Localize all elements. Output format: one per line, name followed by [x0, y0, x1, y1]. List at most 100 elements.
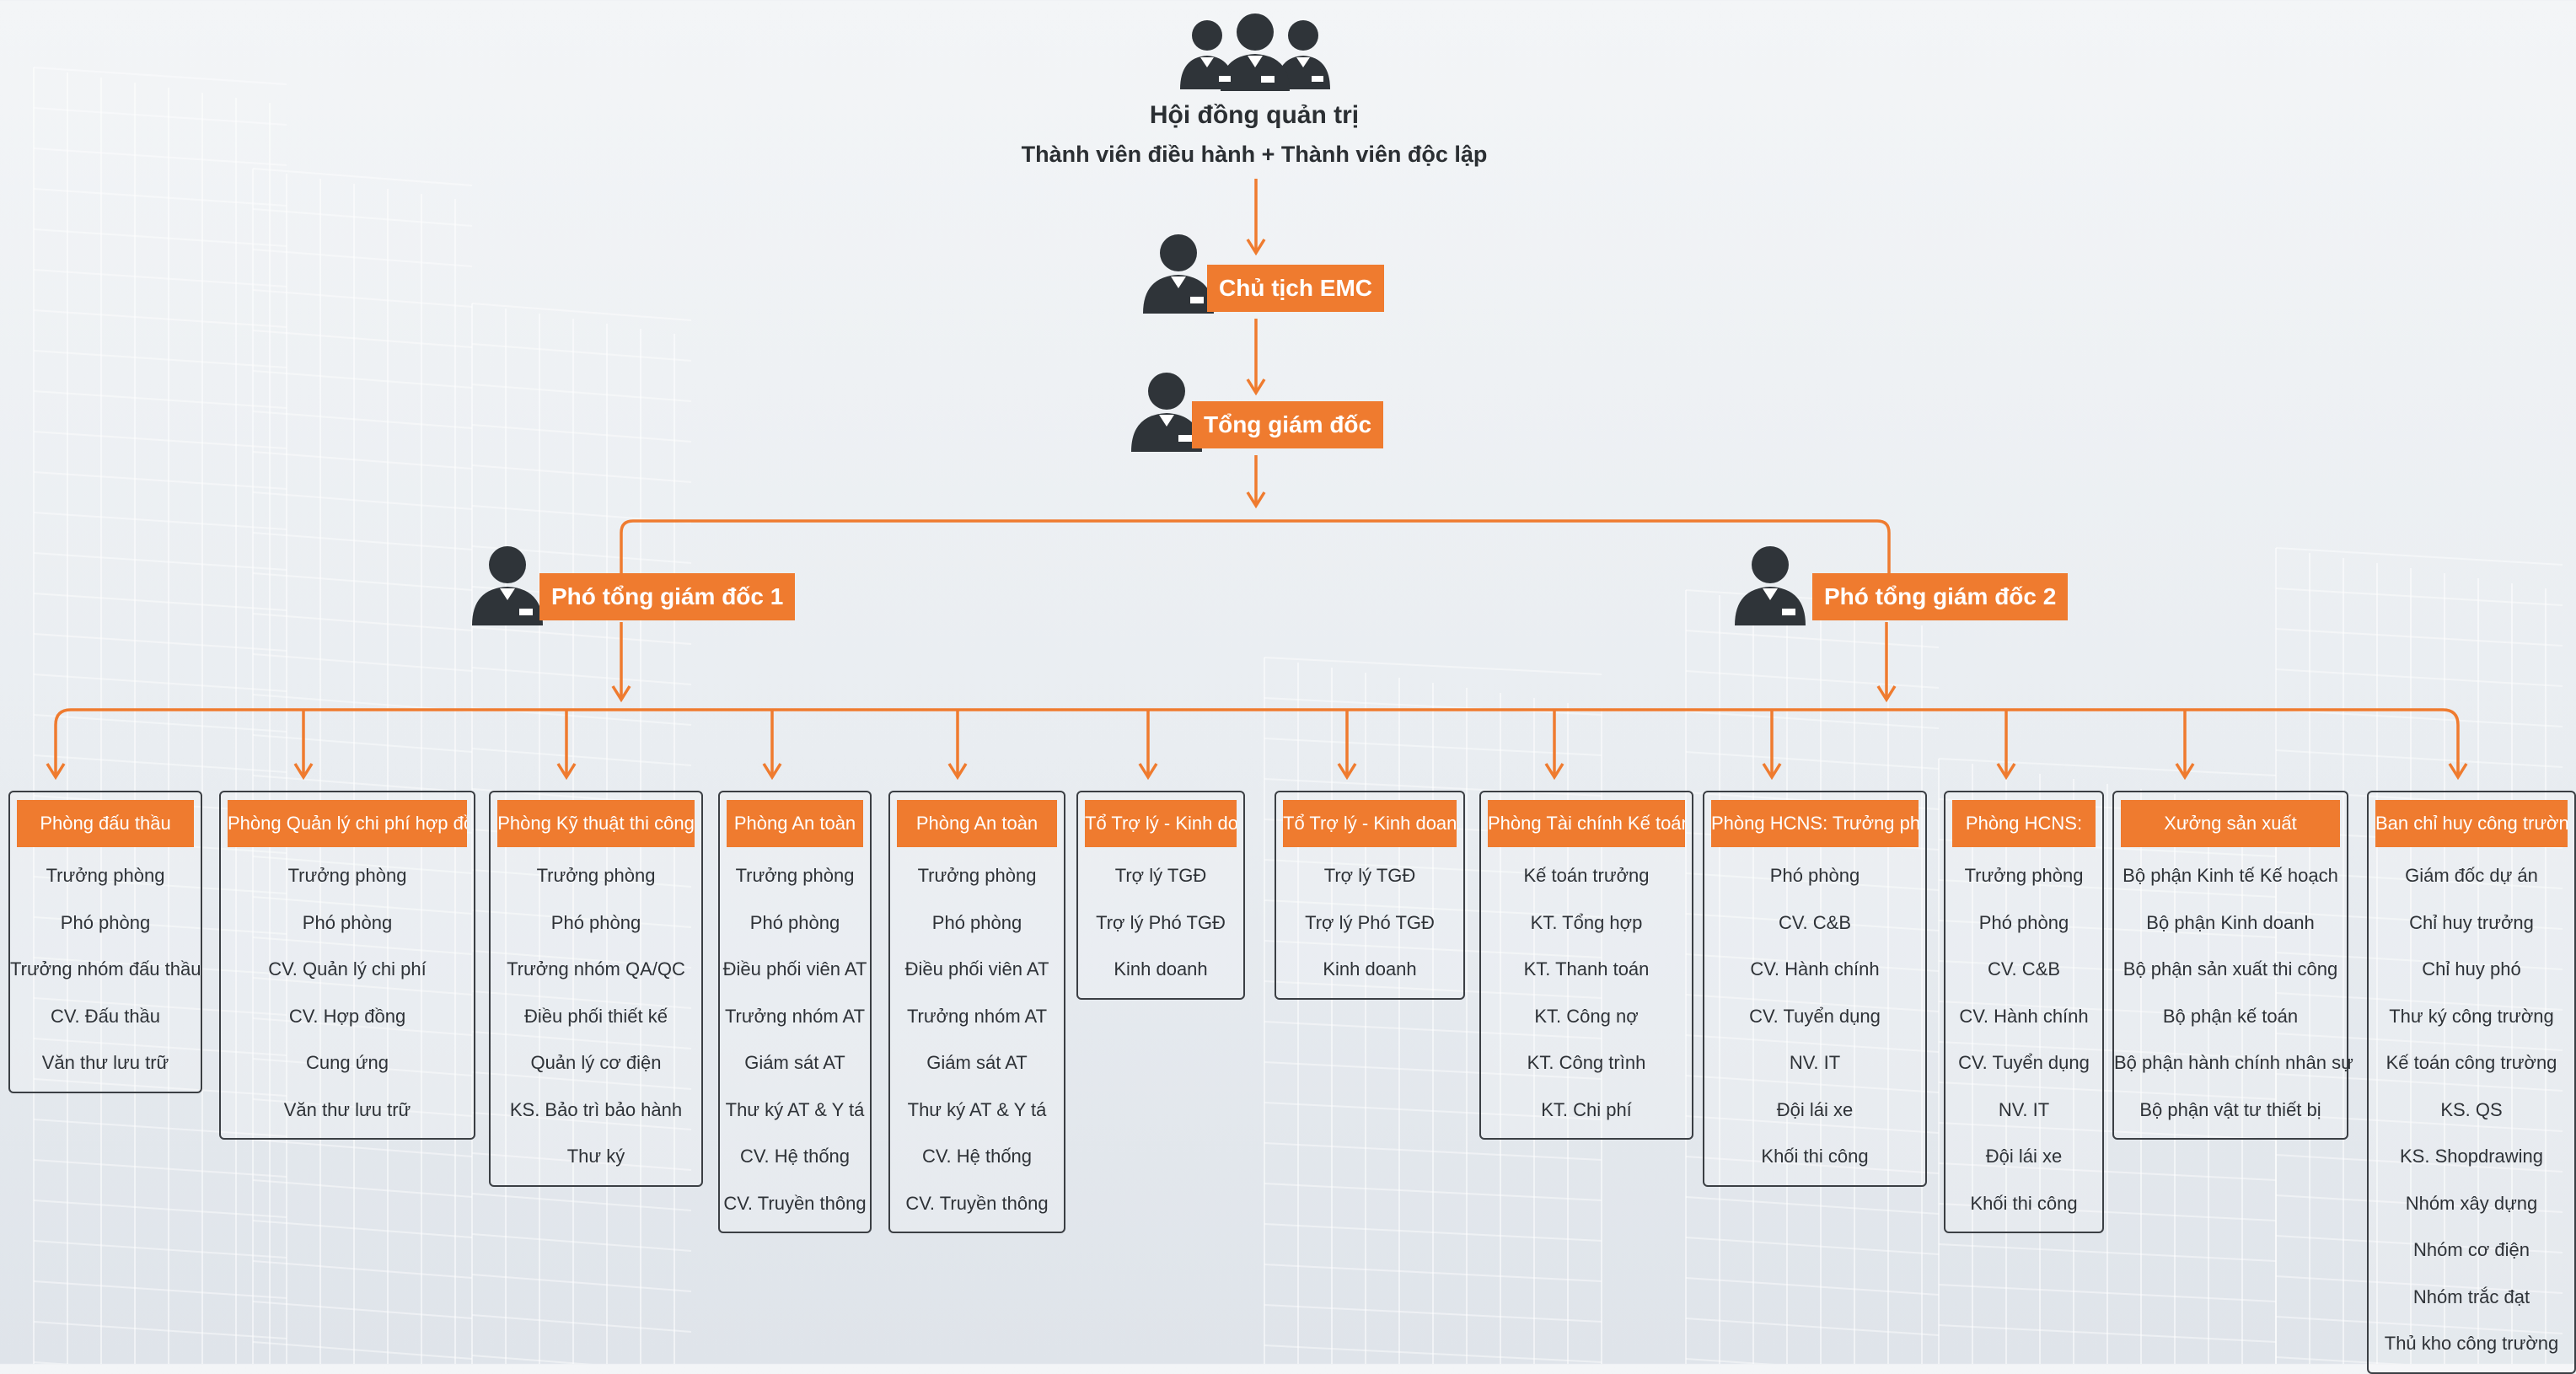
department-role: Phó phòng [931, 911, 1022, 933]
department-role: Điều phối viên AT [904, 958, 1049, 980]
board-title: Hội đồng quản trị [1149, 101, 1360, 129]
department-role: Phó phòng [1978, 911, 2069, 933]
board-subtitle: Thành viên điều hành + Thành viên độc lậ… [1021, 142, 1488, 167]
person-icon [472, 546, 543, 625]
background-line [1685, 1237, 1940, 1255]
background-line [33, 269, 287, 287]
department-role: Phó phòng [60, 911, 151, 933]
background-line [1264, 778, 1602, 797]
department-role: Thư ký AT & Y tá [725, 1098, 865, 1120]
background-line [33, 1038, 287, 1056]
department-role: Trưởng phòng [917, 865, 1037, 886]
department-title: Tổ Trợ lý - Kinh doanh [1283, 800, 1457, 847]
background-line [1264, 1021, 1602, 1039]
department-role: Phó phòng [749, 911, 840, 933]
department-title: Phòng Quản lý chi phí hợp đồng [228, 800, 467, 847]
department-role: Văn thư lưu trữ [41, 1052, 169, 1073]
background-line [471, 1233, 692, 1252]
department-role: KS. Bảo trì bảo hành [509, 1098, 683, 1120]
background-line [2275, 1316, 2563, 1334]
background-line [1938, 1081, 2277, 1100]
background-line [252, 1260, 473, 1279]
department-role: NV. IT [1789, 1052, 1841, 1073]
department-role: Thủ kho công trường [2384, 1333, 2559, 1354]
department-role: Thư ký [566, 1146, 625, 1167]
background-line [1938, 920, 2277, 938]
background-line [33, 350, 287, 368]
background-line [252, 532, 473, 550]
department-title: Tổ Trợ lý - Kinh doanh [1085, 800, 1237, 847]
background-line [252, 1139, 473, 1157]
background-line [1685, 1115, 1940, 1134]
background-line [1938, 1284, 2277, 1302]
department-title: Phòng An toàn [727, 800, 863, 847]
department-role: Giám đốc dự án [2405, 865, 2538, 886]
background-line [252, 1058, 473, 1076]
department-title: Phòng đấu thầu [17, 800, 194, 847]
ceo-label: Tổng giám đốc [1192, 401, 1384, 448]
department-role: Kinh doanh [1323, 958, 1417, 980]
background-line [1685, 751, 1940, 770]
department-role: Chỉ huy trưởng [2409, 911, 2534, 933]
background-line [471, 1152, 692, 1171]
background-line [471, 1314, 692, 1333]
background-line [2275, 1194, 2563, 1213]
background-line [33, 309, 287, 328]
background-line [33, 107, 287, 126]
background-line [1938, 1001, 2277, 1019]
department-role: CV. Quản lý chi phí [268, 958, 427, 980]
background-line [2275, 952, 2563, 970]
background-line [471, 1112, 692, 1130]
department-role: KS. Shopdrawing [2400, 1146, 2543, 1167]
person-icon [1735, 546, 1806, 625]
department-role: Đội lái xe [1776, 1098, 1854, 1120]
department-role: Trưởng nhóm QA/QC [507, 958, 685, 980]
department-role: Giám sát AT [926, 1052, 1028, 1073]
background-line [471, 1031, 692, 1049]
background-line [471, 464, 692, 483]
background-line [33, 957, 287, 975]
department-title: Phòng Kỹ thuật thi công [497, 800, 695, 847]
department-role: NV. IT [1998, 1098, 2050, 1120]
background-line [2275, 547, 2563, 566]
department-role: KT. Chi phí [1541, 1098, 1632, 1120]
background-line [1938, 1324, 2277, 1343]
person-icon [1131, 373, 1202, 452]
department-role: Trợ lý TGĐ [1114, 865, 1207, 886]
background-line [1264, 1142, 1602, 1161]
background-line [1264, 980, 1602, 999]
department-role: Thư ký AT & Y tá [907, 1098, 1047, 1120]
department-role: Trưởng phòng [287, 865, 407, 886]
background-line [1264, 1304, 1602, 1323]
background-line [1264, 1264, 1602, 1282]
department-role: Kế toán công trường [2385, 1052, 2557, 1073]
department-role: Trợ lý Phó TGĐ [1305, 911, 1435, 933]
background-line [1685, 872, 1940, 891]
department-title: Phòng An toàn [897, 800, 1057, 847]
department-role: CV. Tuyển dụng [1958, 1052, 2090, 1073]
background-line [471, 990, 692, 1009]
background-line [1264, 1102, 1602, 1120]
background-line [1264, 657, 1602, 675]
department-role: Điều phối viên AT [722, 958, 867, 980]
background-line [252, 491, 473, 510]
background-line [2275, 992, 2563, 1011]
person-icon [1143, 234, 1214, 314]
background-line [471, 1071, 692, 1090]
background-line [1685, 1156, 1940, 1174]
background-line [252, 896, 473, 915]
department-role: Trưởng phòng [46, 865, 165, 886]
department-role: CV. Truyền thông [723, 1192, 867, 1214]
background-line [1264, 1183, 1602, 1201]
background-line [33, 1159, 287, 1178]
background-line [252, 775, 473, 793]
department-role: Bộ phận hành chính nhân sự [2114, 1052, 2353, 1073]
background-line [1938, 1122, 2277, 1141]
background-line [1264, 940, 1602, 958]
department-role: KT. Tổng hợp [1530, 911, 1643, 933]
background-line [2275, 668, 2563, 687]
